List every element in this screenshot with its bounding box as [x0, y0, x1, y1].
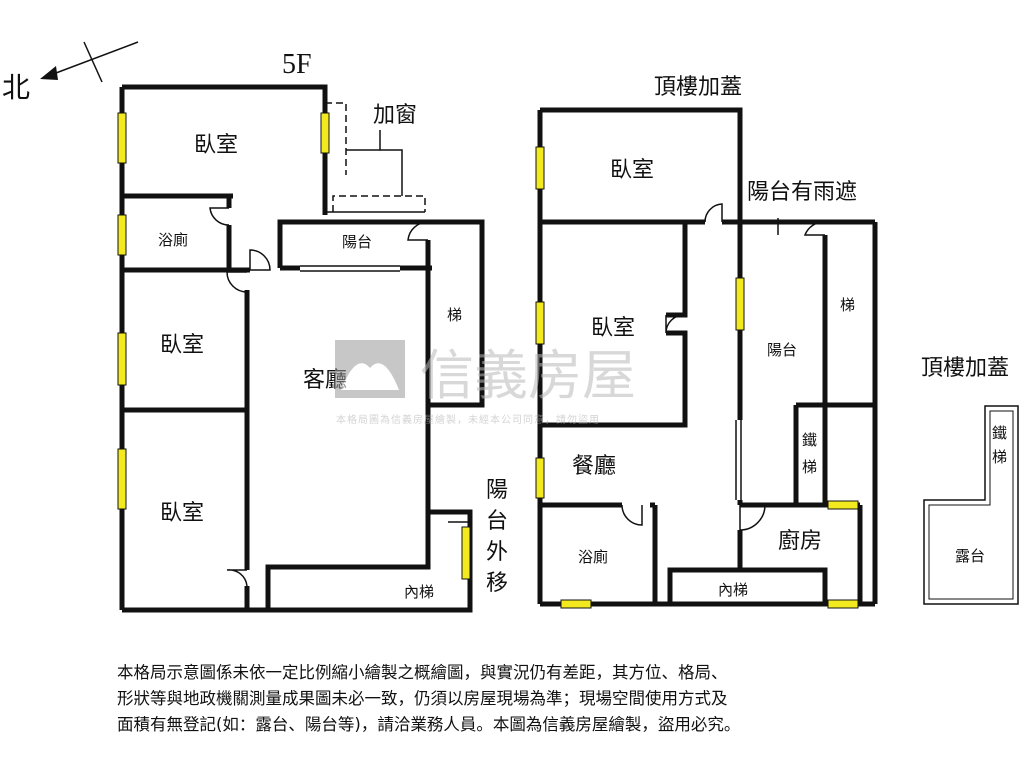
floor-label: 5F	[282, 49, 312, 80]
room-bedroom: 臥室	[610, 158, 654, 183]
window	[827, 599, 859, 609]
room-bedroom: 臥室	[160, 333, 204, 358]
room-bedroom: 臥室	[591, 316, 635, 341]
window	[117, 214, 127, 256]
disclaimer: 本格局示意圖係未依一定比例縮小繪製之概繪圖，與實況仍有差距，其方位、格局、 形狀…	[117, 660, 917, 738]
disclaimer-line: 面積有無登記(如：露台、陽台等)，請洽業務人員。本圖為信義房屋繪製，盜用必究。	[117, 715, 741, 734]
svg-text:陽: 陽	[486, 478, 508, 503]
room-bedroom: 臥室	[194, 133, 238, 158]
svg-text:台: 台	[486, 509, 508, 534]
room-bedroom: 臥室	[160, 501, 204, 526]
plan-5f	[117, 84, 485, 613]
window	[461, 526, 471, 580]
svg-text:移: 移	[486, 571, 508, 596]
room-terrace: 露台	[955, 547, 985, 565]
note-add-window: 加窗	[373, 103, 417, 128]
rooftop-small-title: 頂樓加蓋	[921, 356, 1009, 381]
room-dining-room: 餐廳	[572, 454, 616, 479]
window	[735, 277, 745, 331]
watermark-notice: 本格局圖為信義房屋繪製，未經本公司同意，請勿盜用	[336, 413, 600, 426]
plan-rooftop	[535, 107, 878, 609]
room-stairs: 梯	[447, 306, 462, 324]
room-inner-stairs: 內梯	[718, 581, 748, 599]
room-kitchen: 廚房	[778, 529, 822, 554]
window	[560, 599, 592, 609]
window	[827, 500, 859, 510]
window	[535, 146, 545, 190]
svg-text:梯: 梯	[802, 458, 817, 476]
door-icon	[209, 207, 230, 226]
room-stairs: 梯	[840, 296, 855, 314]
plan-terrace	[923, 405, 1019, 605]
svg-text:外: 外	[486, 540, 508, 565]
rooftop-title: 頂樓加蓋	[654, 75, 742, 100]
window	[117, 448, 127, 510]
disclaimer-line: 本格局示意圖係未依一定比例縮小繪製之概繪圖，與實況仍有差距，其方位、格局、	[117, 663, 728, 682]
svg-text:梯: 梯	[992, 448, 1007, 466]
disclaimer-line: 形狀等與地政機關測量成果圖未必一致，仍須以房屋現場為準；現場空間使用方式及	[117, 689, 728, 708]
room-bathroom: 浴廁	[578, 548, 608, 566]
door-icon	[704, 203, 723, 223]
door-icon	[739, 504, 766, 531]
room-balcony: 陽台	[767, 341, 797, 359]
north-label: 北	[2, 73, 30, 104]
room-iron-stairs: 鐵 梯	[992, 424, 1007, 466]
window	[320, 112, 330, 154]
note-balcony-rain-cover: 陽台有雨遮	[747, 180, 857, 205]
watermark-logo: 信義房屋 本格局圖為信義房屋繪製，未經本公司同意，請勿盜用	[335, 340, 636, 426]
room-iron-stairs: 鐵 梯	[802, 431, 817, 476]
room-balcony: 陽台	[342, 233, 372, 251]
room-bathroom: 浴廁	[158, 231, 188, 249]
door-icon	[226, 271, 248, 293]
watermark-brand: 信義房屋	[420, 344, 636, 407]
north-arrow-icon	[40, 41, 139, 83]
door-icon	[665, 314, 685, 334]
room-inner-stairs: 內梯	[404, 583, 434, 601]
svg-text:鐵: 鐵	[992, 424, 1007, 442]
door-icon	[621, 504, 643, 526]
door-icon	[803, 221, 826, 236]
window	[535, 301, 545, 345]
svg-text:鐵: 鐵	[802, 431, 817, 449]
door-icon	[249, 249, 271, 271]
window	[535, 457, 545, 499]
note-balcony-moved-out: 陽 台 外 移	[486, 478, 508, 596]
door-icon	[226, 569, 248, 587]
window	[117, 332, 127, 386]
window	[117, 112, 127, 164]
door-icon	[407, 221, 429, 241]
